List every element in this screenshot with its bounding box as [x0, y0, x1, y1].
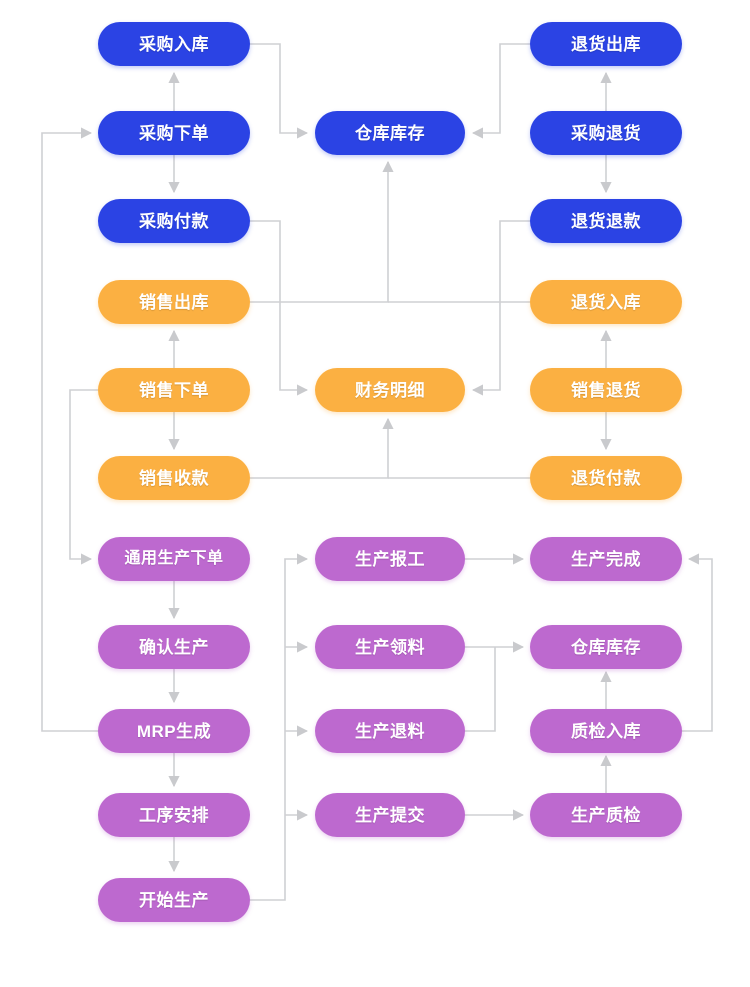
flow-node-n08[interactable]: 确认生产	[98, 625, 250, 669]
flow-node-m01[interactable]: 仓库库存	[315, 111, 465, 155]
flow-node-label: 生产质检	[571, 805, 641, 825]
flow-node-m04[interactable]: 生产领料	[315, 625, 465, 669]
connector-n09-to-n02	[41, 127, 98, 732]
flow-node-label: 开始生产	[139, 890, 209, 910]
flow-node-label: 生产报工	[355, 549, 425, 569]
flow-node-n11[interactable]: 开始生产	[98, 878, 250, 922]
flow-node-m02[interactable]: 财务明细	[315, 368, 465, 412]
flow-node-label: 退货入库	[571, 292, 641, 312]
connector-r03-to-m02	[471, 220, 530, 396]
flow-node-label: 销售退货	[571, 380, 641, 400]
flow-node-label: MRP生成	[136, 721, 212, 741]
connector-n04-to-m01	[250, 160, 394, 303]
flow-node-label: 仓库库存	[355, 123, 425, 143]
flow-node-label: 退货付款	[571, 468, 641, 488]
flow-node-r05[interactable]: 销售退货	[530, 368, 682, 412]
flow-node-label: 确认生产	[139, 637, 209, 657]
connector-n01-to-m01	[250, 43, 309, 139]
flow-node-n06[interactable]: 销售收款	[98, 456, 250, 500]
flow-node-r09[interactable]: 质检入库	[530, 709, 682, 753]
flow-node-r02[interactable]: 采购退货	[530, 111, 682, 155]
flow-node-n10[interactable]: 工序安排	[98, 793, 250, 837]
flow-node-label: 采购下单	[139, 123, 209, 143]
flow-node-r04[interactable]: 退货入库	[530, 280, 682, 324]
flow-node-label: 销售出库	[139, 292, 209, 312]
flow-node-n05[interactable]: 销售下单	[98, 368, 250, 412]
connector-n05-to-n07	[69, 389, 98, 565]
flow-node-m03[interactable]: 生产报工	[315, 537, 465, 581]
flow-node-label: 销售下单	[139, 380, 209, 400]
flow-node-r01[interactable]: 退货出库	[530, 22, 682, 66]
flow-node-n09[interactable]: MRP生成	[98, 709, 250, 753]
flow-node-label: 通用生产下单	[124, 550, 224, 567]
connector-r01-to-m01	[471, 43, 530, 139]
flow-node-label: 工序安排	[139, 805, 209, 825]
flow-node-r03[interactable]: 退货退款	[530, 199, 682, 243]
flow-node-label: 生产退料	[355, 721, 425, 741]
flow-node-label: 生产提交	[355, 805, 425, 825]
flow-node-label: 采购付款	[139, 211, 209, 231]
flow-node-r07[interactable]: 生产完成	[530, 537, 682, 581]
connector-n03-to-m02	[250, 220, 309, 396]
flow-node-label: 退货出库	[571, 34, 641, 54]
flow-node-n04[interactable]: 销售出库	[98, 280, 250, 324]
connector-n11-to-m03	[250, 553, 309, 901]
flow-node-n01[interactable]: 采购入库	[98, 22, 250, 66]
flow-node-label: 生产领料	[355, 637, 425, 657]
flow-node-label: 采购入库	[139, 34, 209, 54]
flow-node-label: 财务明细	[355, 380, 425, 400]
flow-node-n03[interactable]: 采购付款	[98, 199, 250, 243]
connector-n06-to-m02	[250, 417, 394, 479]
flow-node-label: 采购退货	[571, 123, 641, 143]
flow-node-r10[interactable]: 生产质检	[530, 793, 682, 837]
flow-node-m06[interactable]: 生产提交	[315, 793, 465, 837]
connector-r09-to-r07	[682, 553, 713, 732]
flow-node-label: 质检入库	[571, 721, 641, 741]
flow-node-label: 销售收款	[139, 468, 209, 488]
flow-node-r06[interactable]: 退货付款	[530, 456, 682, 500]
connector-m05-to-r08	[465, 647, 496, 732]
flow-node-n02[interactable]: 采购下单	[98, 111, 250, 155]
flow-node-label: 生产完成	[571, 549, 641, 569]
flow-node-n07[interactable]: 通用生产下单	[98, 537, 250, 581]
flow-node-label: 退货退款	[571, 211, 641, 231]
flow-node-label: 仓库库存	[571, 637, 641, 657]
flow-node-m05[interactable]: 生产退料	[315, 709, 465, 753]
flow-node-r08[interactable]: 仓库库存	[530, 625, 682, 669]
